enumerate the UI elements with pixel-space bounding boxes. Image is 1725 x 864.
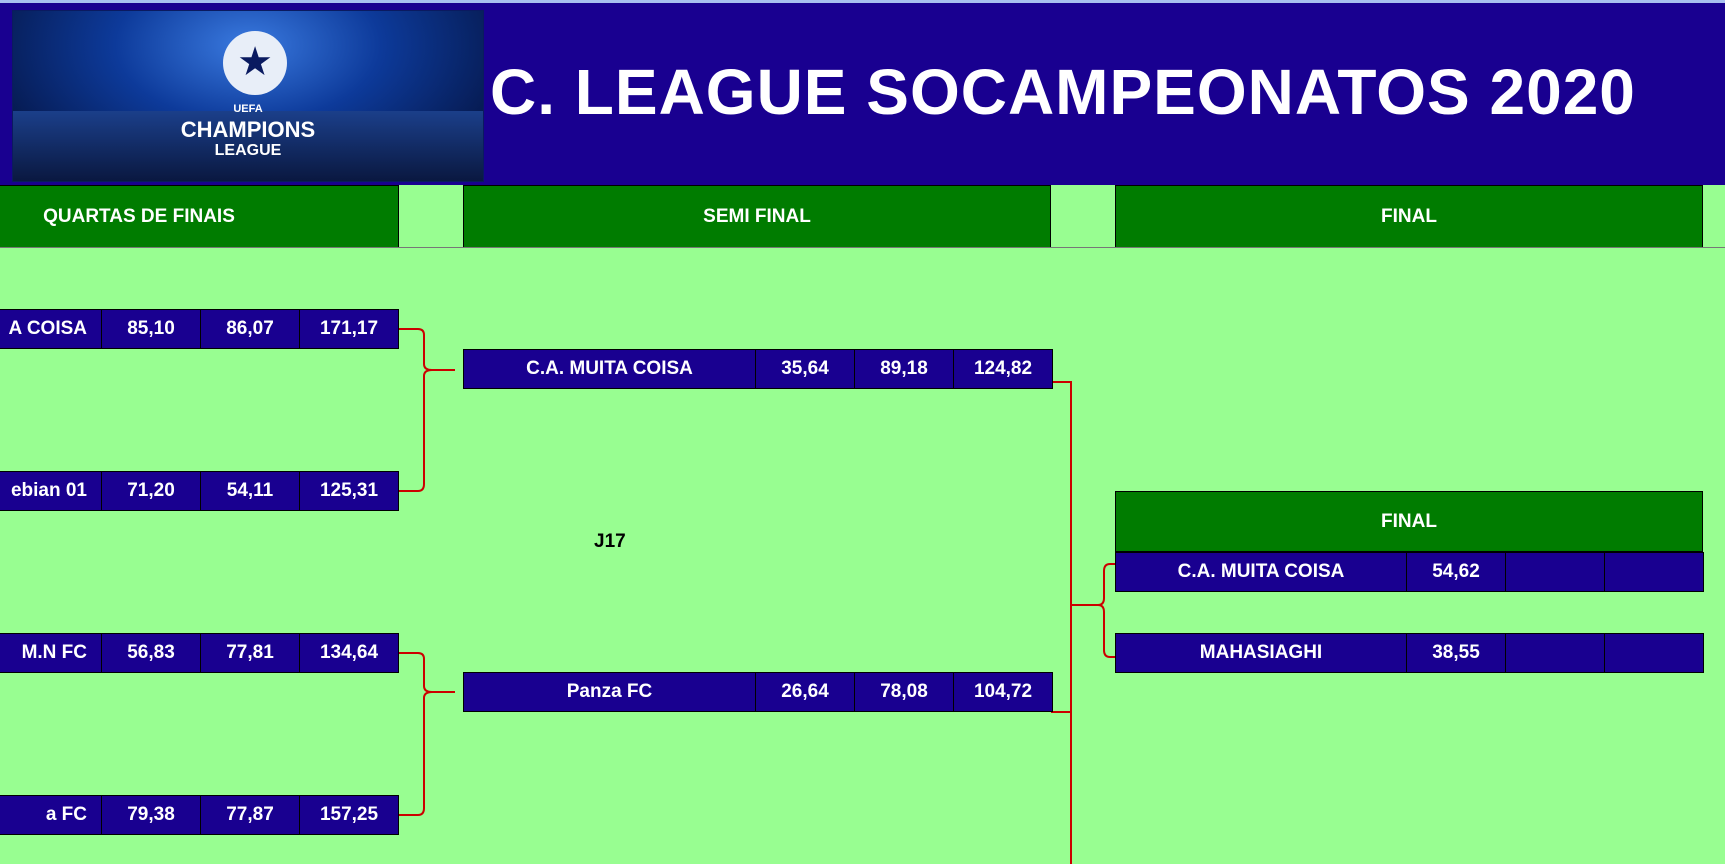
team-name: a FC	[45, 804, 87, 825]
team-name: Panza FC	[566, 681, 653, 702]
score-total: 171,17	[299, 310, 398, 348]
semifinal-row: C.A. MUITA COISA 35,64 89,18 124,82	[463, 349, 1053, 389]
bracket-qf-bottom	[399, 652, 455, 816]
logo-uefa: UEFA	[233, 103, 263, 115]
logo-league: LEAGUE	[214, 142, 282, 159]
score-leg1: 54,62	[1406, 553, 1505, 591]
score-leg1: 38,55	[1406, 634, 1505, 672]
score-leg2: 77,81	[200, 634, 299, 672]
bracket-qf-top	[399, 328, 455, 492]
score-leg2	[1505, 553, 1604, 591]
divider	[0, 247, 1725, 248]
final-box-header: FINAL	[1115, 491, 1703, 552]
champions-league-logo: ★ UEFA CHAMPIONS LEAGUE	[12, 10, 484, 182]
score-leg2	[1505, 634, 1604, 672]
header-banner: ★ UEFA CHAMPIONS LEAGUE C. LEAGUE SOCAMP…	[0, 3, 1725, 185]
score-leg2: 78,08	[854, 673, 953, 711]
stage-label: SEMI FINAL	[703, 205, 811, 227]
team-name: ebian 01	[10, 480, 87, 501]
page-title: C. LEAGUE SOCAMPEONATOS 2020	[490, 56, 1636, 128]
stage-label: FINAL	[1381, 205, 1437, 227]
quarterfinal-row: M.N FC 56,83 77,81 134,64	[0, 633, 399, 673]
bracket-final	[1071, 563, 1123, 658]
quarterfinal-row: ebian 01 71,20 54,11 125,31	[0, 471, 399, 511]
team-name: C.A. MUITA COISA	[1177, 561, 1345, 582]
score-leg2: 89,18	[854, 350, 953, 388]
score-total	[1604, 553, 1703, 591]
stage-header-final: FINAL	[1115, 185, 1703, 248]
semifinal-row: Panza FC 26,64 78,08 104,72	[463, 672, 1053, 712]
score-total: 157,25	[299, 796, 398, 834]
stage-label: QUARTAS DE FINAIS	[43, 205, 235, 227]
score-total: 134,64	[299, 634, 398, 672]
team-name: A COISA	[8, 318, 87, 339]
score-leg1: 56,83	[101, 634, 200, 672]
stadium-crowd	[13, 111, 483, 181]
score-total	[1604, 634, 1703, 672]
quarterfinal-row: a FC 79,38 77,87 157,25	[0, 795, 399, 835]
quarterfinal-row: A COISA 85,10 86,07 171,17	[0, 309, 399, 349]
team-name: MAHASIAGHI	[1199, 642, 1323, 663]
score-total: 104,72	[953, 673, 1052, 711]
final-row: C.A. MUITA COISA 54,62	[1115, 552, 1704, 592]
score-leg1: 79,38	[101, 796, 200, 834]
score-leg1: 85,10	[101, 310, 200, 348]
score-leg2: 77,87	[200, 796, 299, 834]
stage-header-quarterfinals: QUARTAS DE FINAIS	[0, 185, 399, 248]
final-row: MAHASIAGHI 38,55	[1115, 633, 1704, 673]
logo-champions: CHAMPIONS	[180, 117, 316, 142]
team-name: M.N FC	[21, 642, 87, 663]
score-leg1: 35,64	[755, 350, 854, 388]
score-total: 125,31	[299, 472, 398, 510]
score-leg1: 26,64	[755, 673, 854, 711]
round-label: J17	[594, 531, 626, 552]
score-leg1: 71,20	[101, 472, 200, 510]
team-name: C.A. MUITA COISA	[526, 358, 693, 379]
stage-header-semifinal: SEMI FINAL	[463, 185, 1051, 248]
score-leg2: 54,11	[200, 472, 299, 510]
starball-icon: ★	[223, 31, 287, 95]
bracket-semi	[1051, 381, 1072, 864]
score-leg2: 86,07	[200, 310, 299, 348]
window-top-border	[0, 0, 1725, 3]
score-total: 124,82	[953, 350, 1052, 388]
